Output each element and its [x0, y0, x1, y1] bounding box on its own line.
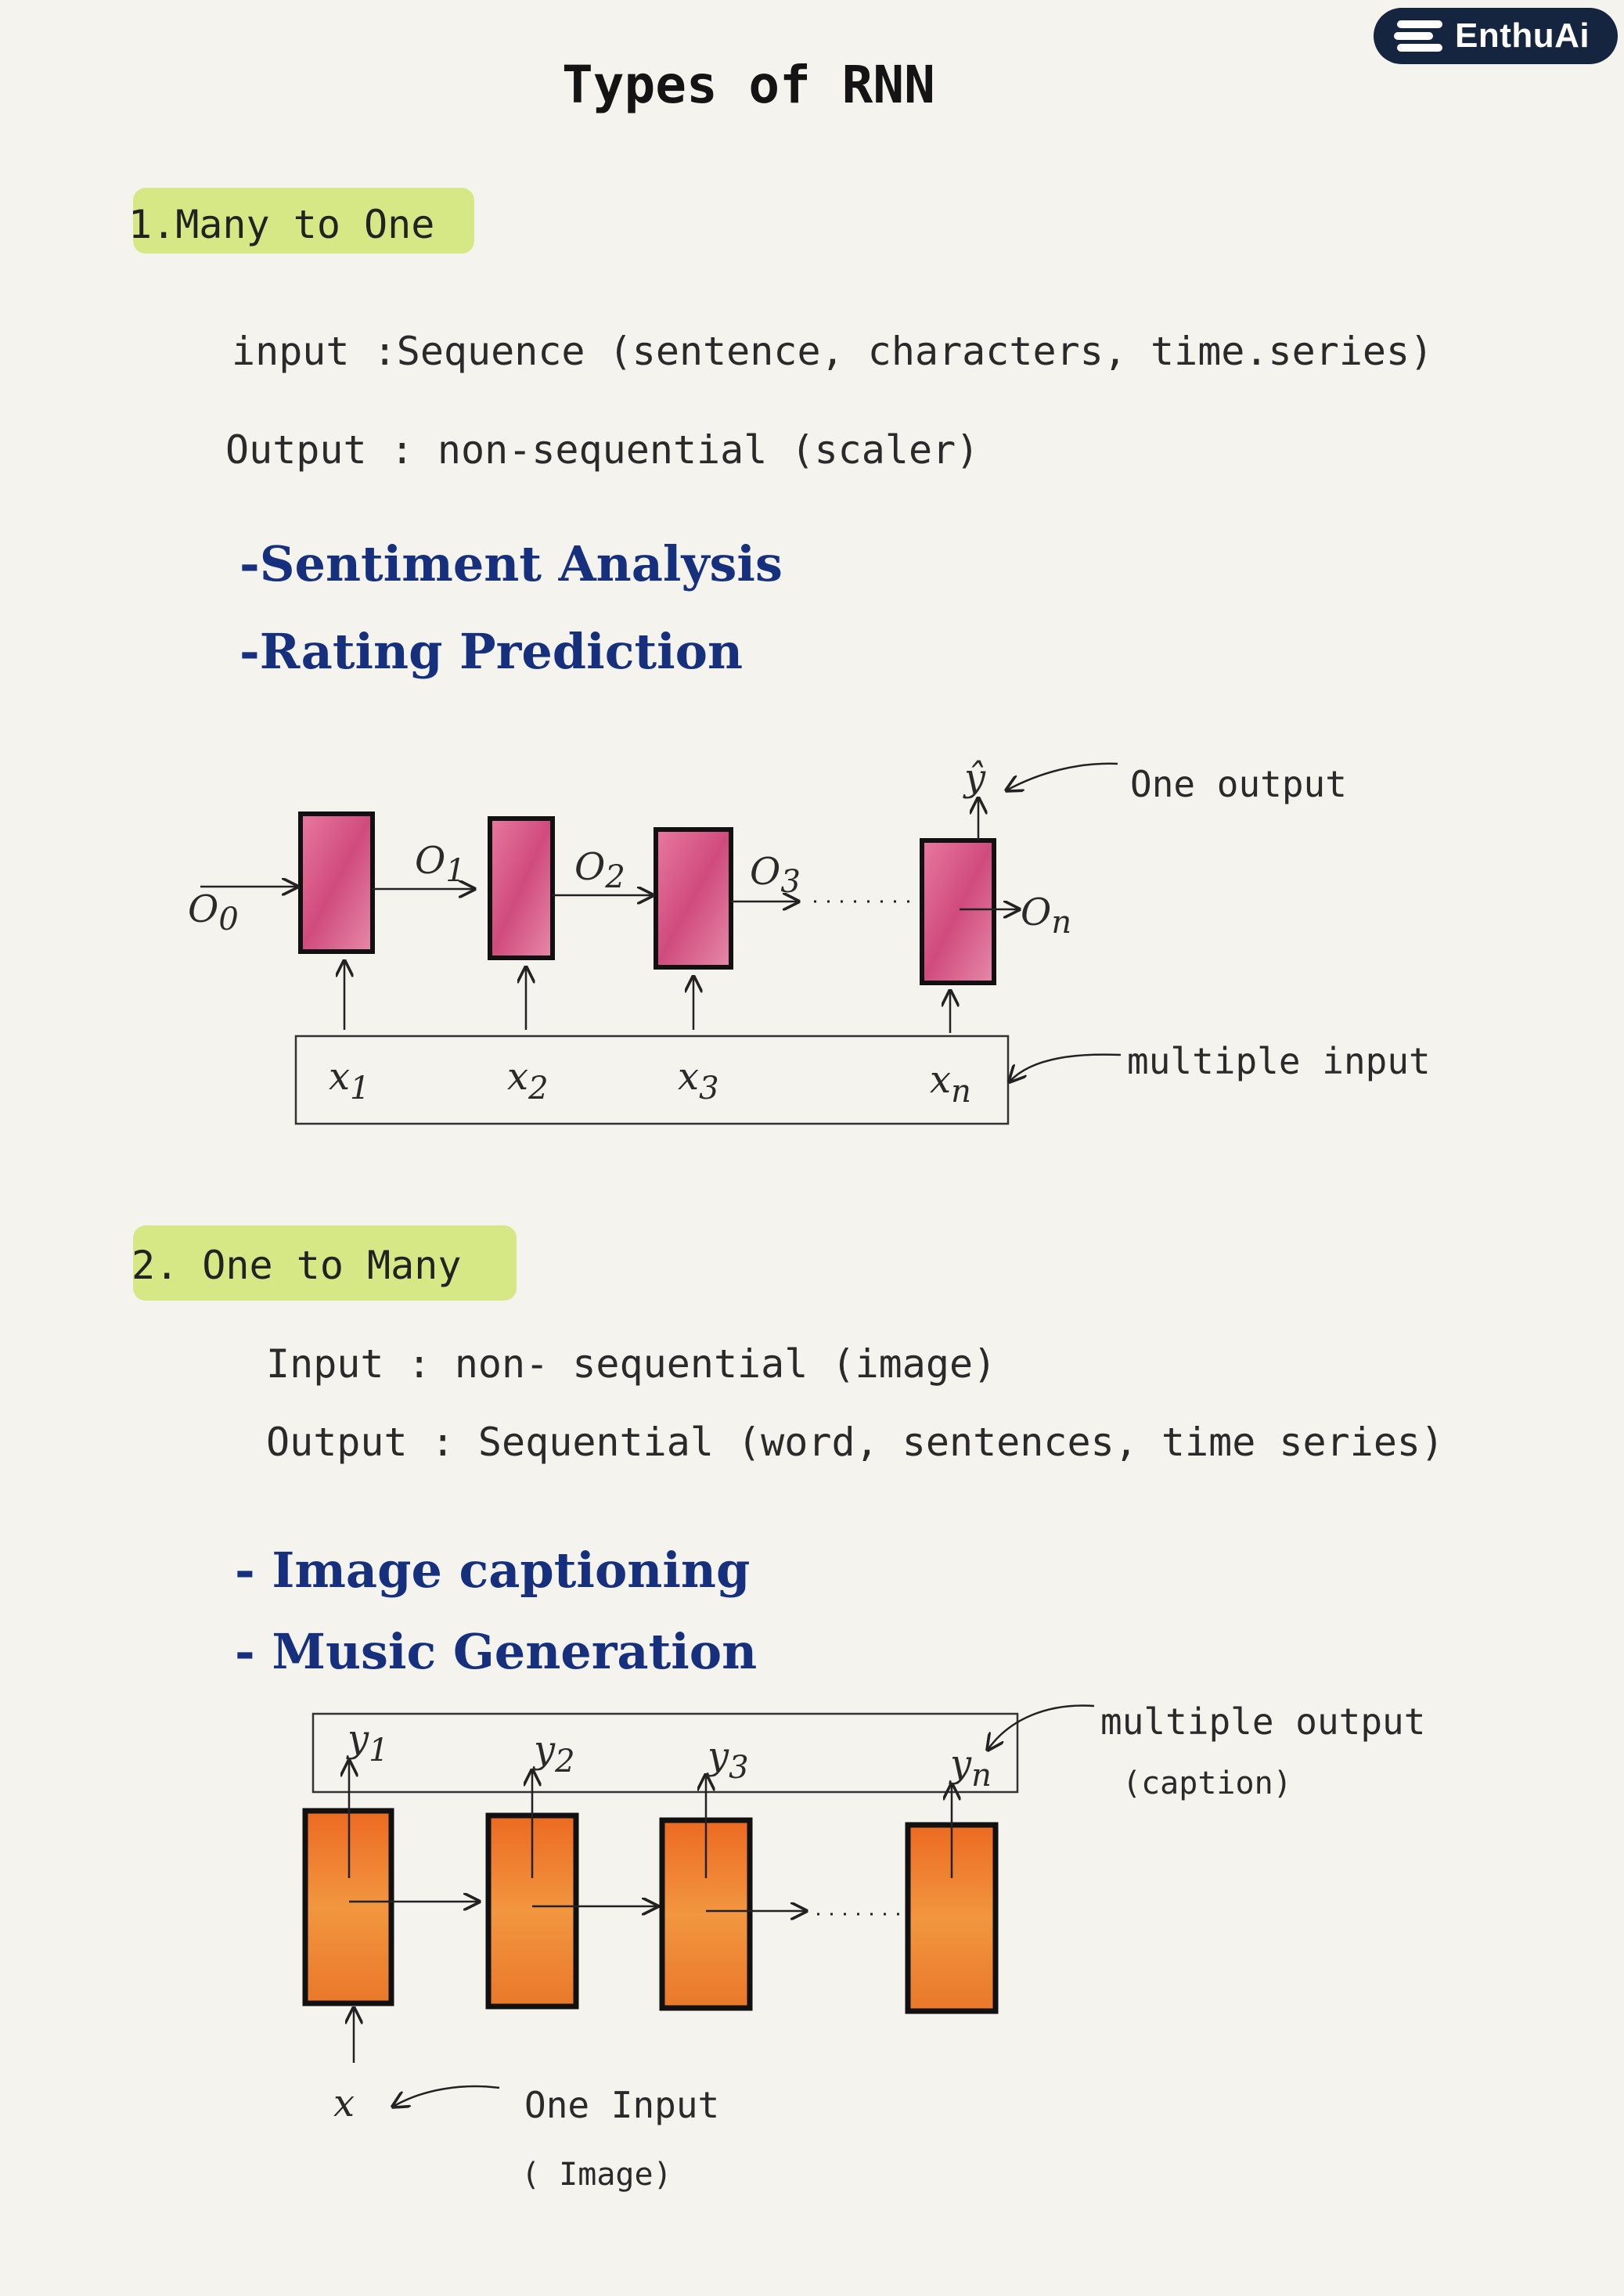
- input-label-3: x3: [678, 1055, 719, 1107]
- enthuai-logo-icon: [1394, 20, 1442, 52]
- input-label-1: x1: [329, 1055, 370, 1107]
- section-1-output-line: Output : non-sequential (scaler): [225, 427, 980, 473]
- input-note-arrow: [1010, 1053, 1122, 1081]
- highlight-section-2: [133, 1225, 517, 1301]
- output-note-arrow: [1006, 762, 1118, 790]
- gen-output-label-2: y2: [532, 1728, 575, 1780]
- caption-note: (caption): [1122, 1765, 1292, 1801]
- gen-output-label-1: y1: [346, 1717, 389, 1769]
- output-label: ŷ: [963, 756, 986, 800]
- output-sequence-box: [311, 1712, 1019, 1794]
- enthuai-badge[interactable]: EnthuAi: [1374, 8, 1618, 64]
- rnn-cell-1: [298, 812, 375, 954]
- page-title: Types of RNN: [562, 55, 935, 115]
- section-2-output-line: Output : Sequential (word, sentences, ti…: [266, 1420, 1445, 1465]
- one-to-many-diagram: y1 y2 y3 yn x multiple output (caption) …: [302, 1700, 1425, 2193]
- input-label-n: xn: [930, 1058, 971, 1110]
- gen-input-label: x: [333, 2082, 355, 2125]
- section-1-heading: 1.Many to One: [128, 202, 435, 247]
- gen-cell-2: [485, 1812, 579, 2010]
- final-state-label: On: [1021, 891, 1071, 941]
- input-label-2: x2: [507, 1055, 549, 1107]
- one-input-note: One Input: [524, 2084, 719, 2126]
- rnn-cell-n: [920, 838, 996, 985]
- example-rating-prediction: -Rating Prediction: [239, 623, 744, 680]
- initial-state-label: O0: [188, 887, 239, 937]
- input-note-arrow-2: [393, 2085, 500, 2107]
- example-image-captioning: - Image captioning: [235, 1542, 751, 1599]
- section-2-heading: 2. One to Many: [131, 1243, 462, 1288]
- hidden-state-label-1: O1: [415, 839, 466, 889]
- example-sentiment-analysis: -Sentiment Analysis: [239, 535, 783, 592]
- highlight-section-1: [133, 188, 474, 254]
- brand-name: EnthuAi: [1455, 16, 1590, 55]
- rnn-cell-3: [654, 827, 733, 970]
- many-to-one-diagram: O0 O1 O2 O3 On x1 x2 x3 xn ŷ One output …: [188, 756, 1431, 1125]
- input-sequence-box: [294, 1035, 1010, 1125]
- image-note: ( Image): [521, 2157, 672, 2193]
- multiple-input-note: multiple input: [1127, 1040, 1431, 1082]
- section-1-input-line: input :Sequence (sentence, characters, t…: [232, 329, 1434, 374]
- hidden-state-label-2: O2: [574, 845, 625, 895]
- rnn-cell-2: [488, 816, 555, 960]
- hidden-state-label-3: O3: [750, 850, 801, 900]
- multiple-output-note: multiple output: [1100, 1700, 1425, 1743]
- one-output-note: One output: [1130, 763, 1347, 805]
- output-note-arrow-2: [988, 1704, 1095, 1750]
- gen-output-label-n: yn: [949, 1742, 992, 1794]
- section-2-input-line: Input : non- sequential (image): [266, 1341, 997, 1387]
- example-music-generation: - Music Generation: [235, 1623, 758, 1680]
- gen-output-label-3: y3: [706, 1734, 749, 1786]
